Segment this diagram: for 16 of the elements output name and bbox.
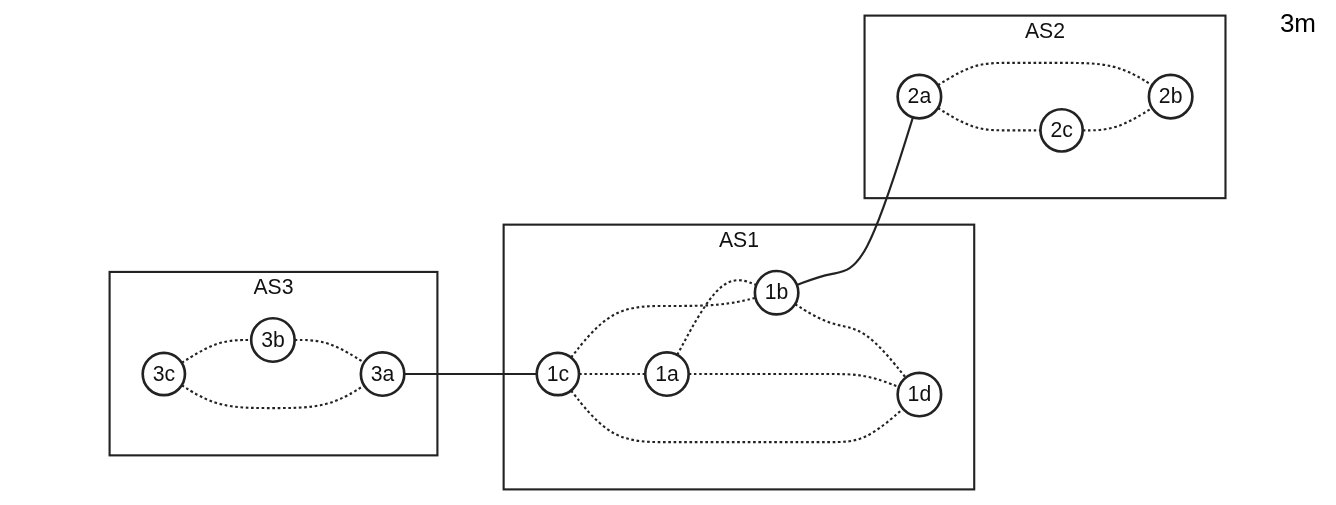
connector (570, 296, 757, 359)
node-circle: 2c (1039, 107, 1085, 153)
connector (794, 303, 907, 379)
node-circle: 1c (535, 351, 581, 397)
node-circle: 1a (644, 351, 691, 398)
annotation-text: 3m (1279, 8, 1316, 39)
node-circle: 2a (896, 73, 943, 120)
node-circle: 2b (1148, 73, 1195, 120)
node-circle: 1d (896, 371, 943, 418)
connector (676, 279, 758, 356)
node-circle: 3b (250, 316, 297, 364)
connector (797, 117, 915, 286)
connector (404, 373, 538, 376)
node-circle: 3a (360, 351, 407, 398)
node-circle: 3c (141, 351, 187, 397)
node-circle: 1b (754, 269, 801, 316)
